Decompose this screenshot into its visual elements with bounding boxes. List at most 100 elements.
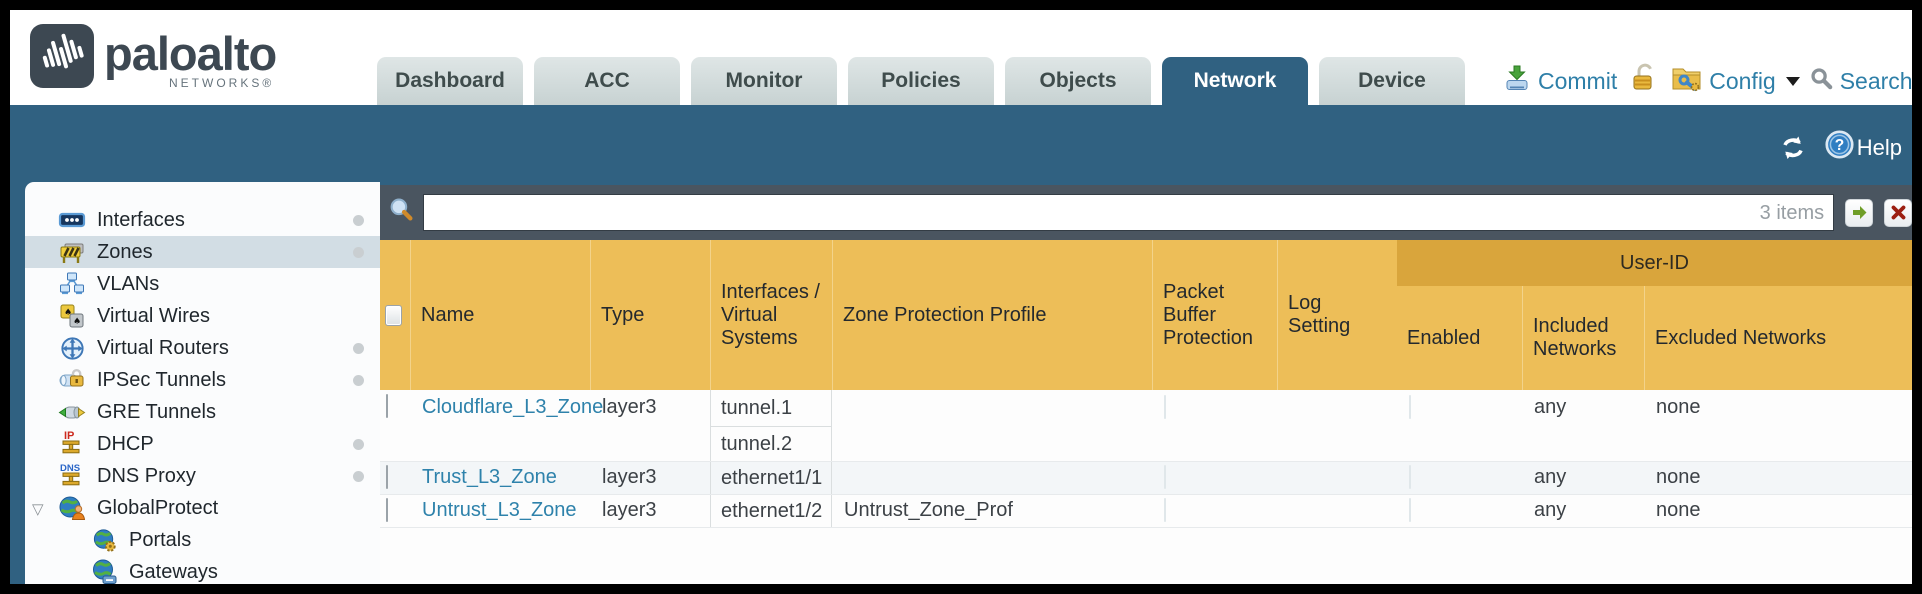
excluded-networks: none bbox=[1656, 466, 1701, 488]
vlans-icon bbox=[57, 271, 87, 297]
virtual-routers-icon bbox=[57, 335, 87, 362]
row-checkbox[interactable] bbox=[386, 394, 388, 418]
top-actions: Commit Config bbox=[1502, 58, 1912, 104]
help-button[interactable]: ? Help bbox=[1824, 129, 1902, 166]
column-header-log-setting[interactable]: Log Setting bbox=[1277, 240, 1397, 390]
user-id-group: User-ID Enabled Included Networks Exclud… bbox=[1397, 240, 1912, 390]
svg-text:?: ? bbox=[1835, 137, 1844, 154]
column-header-zone-protection-profile[interactable]: Zone Protection Profile bbox=[832, 240, 1152, 390]
sidebar-item-vlans[interactable]: VLANs bbox=[25, 268, 380, 300]
commit-button[interactable]: Commit bbox=[1502, 63, 1617, 99]
excluded-networks: none bbox=[1656, 499, 1701, 521]
zones-icon bbox=[57, 239, 87, 265]
user-id-group-header: User-ID bbox=[1397, 240, 1912, 286]
filter-search-icon bbox=[388, 197, 415, 229]
zone-type: layer3 bbox=[602, 466, 657, 488]
column-header-name[interactable]: Name bbox=[410, 240, 590, 390]
tab-objects[interactable]: Objects bbox=[1005, 57, 1151, 105]
portals-icon bbox=[89, 527, 119, 554]
excluded-networks: none bbox=[1656, 396, 1701, 418]
sidebar-item-globalprotect[interactable]: ▽ GlobalProtect bbox=[25, 492, 380, 524]
apply-filter-button[interactable] bbox=[1845, 198, 1874, 227]
sidebar-item-virtual-wires[interactable]: ♠ ♠ Virtual Wires bbox=[25, 300, 380, 332]
zones-panel: 3 items Name Type Interfaces / Virtual S… bbox=[380, 185, 1912, 584]
status-dot bbox=[353, 439, 364, 450]
paloalto-logo: paloalto NETWORKS® bbox=[30, 24, 277, 93]
status-dot bbox=[353, 375, 364, 386]
zone-protection-profile bbox=[832, 462, 1152, 494]
zone-name-link[interactable]: Trust_L3_Zone bbox=[422, 466, 557, 488]
page-header-band: ? Help bbox=[10, 105, 1912, 185]
sidebar-item-dhcp[interactable]: IP DHCP bbox=[25, 428, 380, 460]
sidebar-item-virtual-routers[interactable]: Virtual Routers bbox=[25, 332, 380, 364]
interface-entry: ethernet1/2 bbox=[721, 499, 823, 522]
packet-buffer-protection-checkbox[interactable] bbox=[1164, 465, 1166, 489]
logo-wordmark: paloalto bbox=[104, 27, 277, 80]
user-id-enabled-checkbox[interactable] bbox=[1409, 465, 1411, 489]
column-header-interfaces[interactable]: Interfaces / Virtual Systems bbox=[710, 240, 832, 390]
sidebar-item-gre-tunnels[interactable]: GRE Tunnels bbox=[25, 396, 380, 428]
row-checkbox[interactable] bbox=[386, 498, 388, 522]
interface-entry: tunnel.2 bbox=[711, 426, 831, 462]
included-networks: any bbox=[1534, 466, 1567, 488]
gateways-icon bbox=[89, 558, 119, 584]
svg-text:DNS: DNS bbox=[60, 463, 80, 474]
included-networks: any bbox=[1534, 396, 1567, 418]
select-all-checkbox[interactable] bbox=[385, 304, 402, 326]
packet-buffer-protection-checkbox[interactable] bbox=[1164, 498, 1166, 522]
status-dot bbox=[353, 247, 364, 258]
tab-acc[interactable]: ACC bbox=[534, 57, 680, 105]
column-header-included-networks[interactable]: Included Networks bbox=[1522, 286, 1644, 390]
config-dropdown[interactable]: Config bbox=[1670, 63, 1800, 99]
main-nav-tabs: Dashboard ACC Monitor Policies Objects N… bbox=[377, 57, 1465, 105]
log-setting bbox=[1277, 462, 1397, 494]
globalprotect-icon bbox=[57, 494, 87, 522]
user-id-enabled-checkbox[interactable] bbox=[1409, 395, 1411, 419]
virtual-wires-icon: ♠ ♠ bbox=[57, 303, 87, 330]
sidebar-item-portals[interactable]: Portals bbox=[25, 524, 380, 556]
interface-entry: ethernet1/1 bbox=[721, 466, 823, 489]
ipsec-tunnels-icon bbox=[57, 366, 87, 394]
tab-policies[interactable]: Policies bbox=[848, 57, 994, 105]
packet-buffer-protection-checkbox[interactable] bbox=[1164, 395, 1166, 419]
column-header-packet-buffer-protection[interactable]: Packet Buffer Protection bbox=[1152, 240, 1277, 390]
chevron-down-icon bbox=[1785, 76, 1800, 86]
clear-filter-button[interactable] bbox=[1884, 198, 1912, 227]
column-header-enabled[interactable]: Enabled bbox=[1407, 326, 1481, 349]
svg-text:♠: ♠ bbox=[64, 308, 72, 318]
expand-triangle-icon[interactable]: ▽ bbox=[32, 501, 44, 518]
zone-name-link[interactable]: Cloudflare_L3_Zone bbox=[422, 396, 604, 418]
search-icon bbox=[1809, 66, 1834, 97]
commit-icon bbox=[1502, 63, 1532, 99]
select-all-cell bbox=[380, 240, 410, 390]
refresh-icon[interactable] bbox=[1778, 134, 1808, 162]
config-icon bbox=[1670, 63, 1703, 99]
table-row: Trust_L3_Zone layer3 ethernet1/1 any non… bbox=[380, 462, 1912, 495]
tab-dashboard[interactable]: Dashboard bbox=[377, 57, 523, 105]
sidebar-item-ipsec-tunnels[interactable]: IPSec Tunnels bbox=[25, 364, 380, 396]
sidebar-item-gateways[interactable]: Gateways bbox=[25, 556, 380, 584]
zone-name-link[interactable]: Untrust_L3_Zone bbox=[422, 499, 577, 521]
column-header-excluded-networks[interactable]: Excluded Networks bbox=[1644, 286, 1912, 390]
search-button[interactable]: Search bbox=[1809, 66, 1912, 97]
column-header-type[interactable]: Type bbox=[590, 240, 710, 390]
user-id-enabled-checkbox[interactable] bbox=[1409, 498, 1411, 522]
sidebar-item-zones[interactable]: Zones bbox=[25, 236, 380, 268]
tab-monitor[interactable]: Monitor bbox=[691, 57, 837, 105]
status-dot bbox=[353, 471, 364, 482]
filter-input-wrap: 3 items bbox=[423, 194, 1835, 231]
top-bar: paloalto NETWORKS® Dashboard ACC Monitor… bbox=[10, 10, 1912, 105]
tab-device[interactable]: Device bbox=[1319, 57, 1465, 105]
interfaces-icon bbox=[57, 208, 87, 232]
sidebar-item-interfaces[interactable]: Interfaces bbox=[25, 204, 380, 236]
row-checkbox[interactable] bbox=[386, 465, 388, 489]
sidebar-item-dns-proxy[interactable]: DNS DNS Proxy bbox=[25, 460, 380, 492]
table-header: Name Type Interfaces / Virtual Systems Z… bbox=[380, 240, 1912, 390]
tab-network[interactable]: Network bbox=[1162, 57, 1308, 105]
browser-content: paloalto NETWORKS® Dashboard ACC Monitor… bbox=[10, 10, 1912, 584]
status-dot bbox=[353, 343, 364, 354]
items-count: 3 items bbox=[1759, 202, 1825, 224]
filter-input[interactable] bbox=[424, 195, 1834, 230]
lock-icon[interactable] bbox=[1630, 63, 1657, 99]
log-setting bbox=[1277, 495, 1397, 527]
